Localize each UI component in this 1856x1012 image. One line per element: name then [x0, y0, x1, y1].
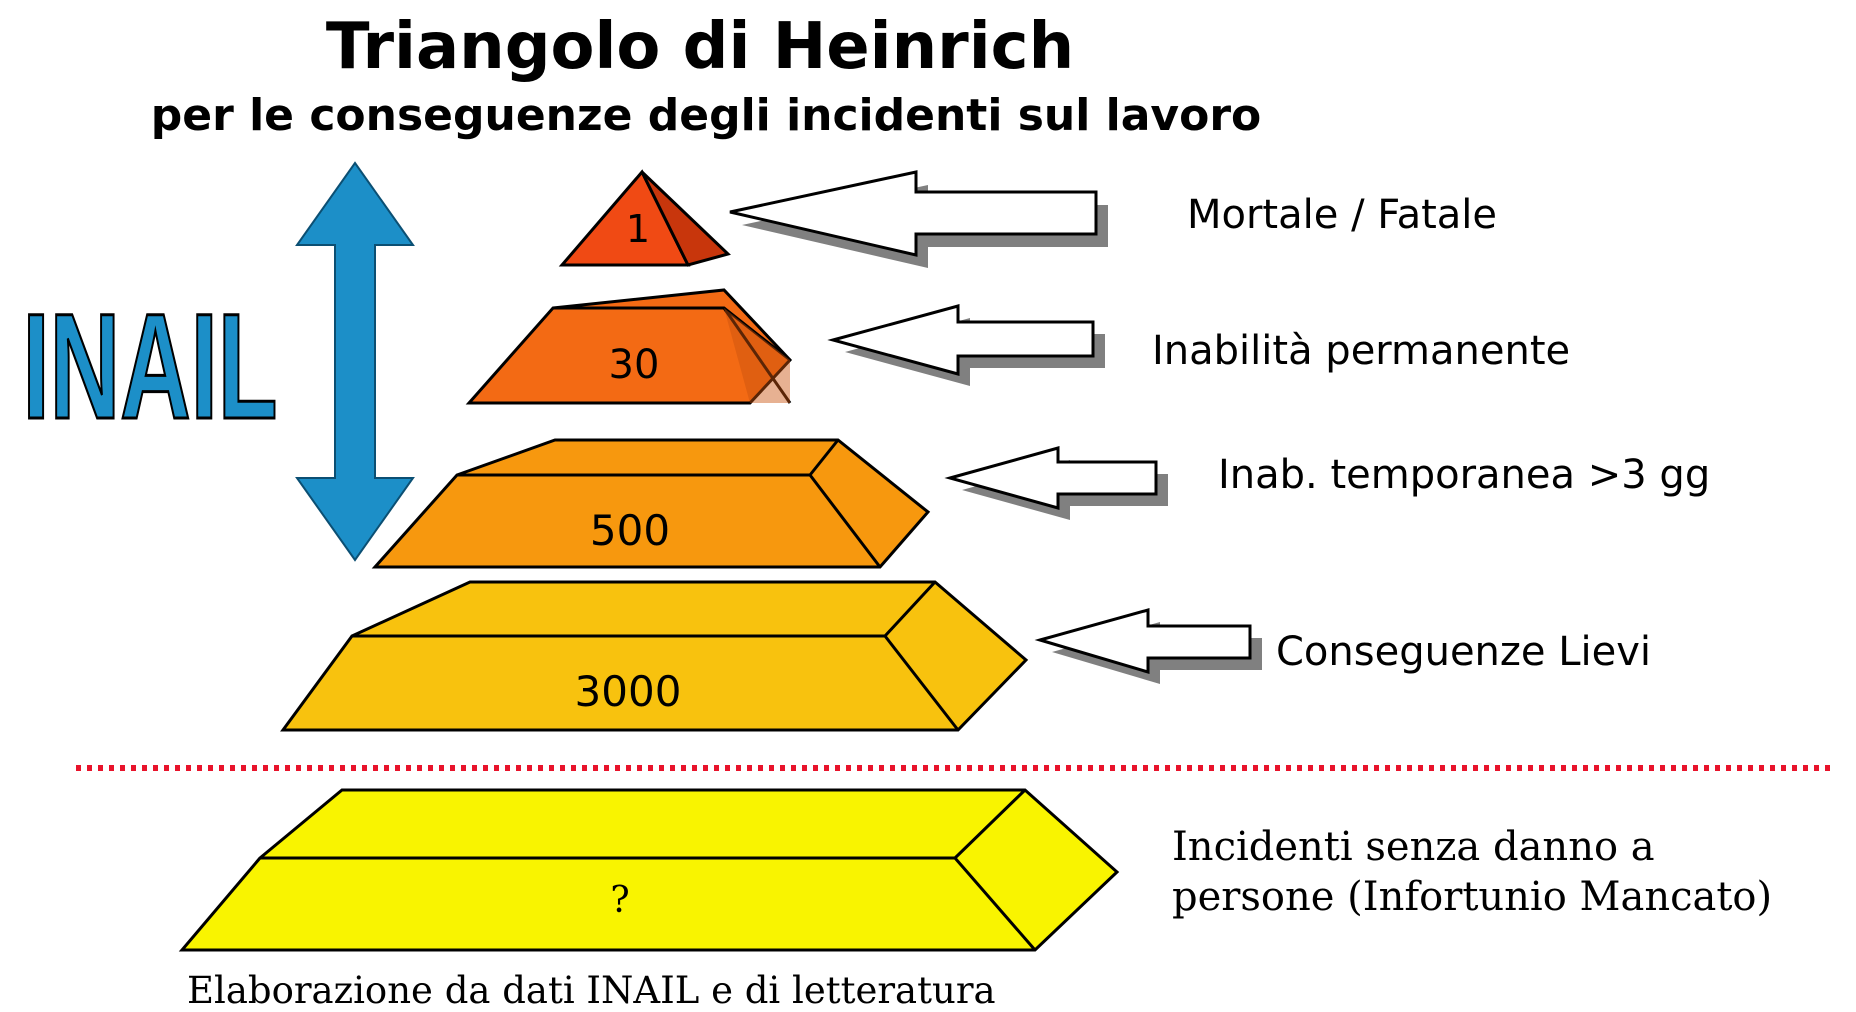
- label-temporary: Inab. temporanea >3 gg: [1218, 452, 1710, 498]
- label-permanent: Inabilità permanente: [1152, 328, 1570, 374]
- label-near-miss-line1: Incidenti senza danno a: [1172, 824, 1655, 870]
- label-fatal: Mortale / Fatale: [1187, 192, 1497, 238]
- arrow-left-icon-minor: [1034, 608, 1262, 684]
- pyramid-level-minor: 3000: [280, 580, 1029, 732]
- level-edge: [722, 307, 792, 404]
- double-arrow-icon: [295, 161, 415, 562]
- label-near-miss-line2: persone (Infortunio Mancato): [1172, 874, 1772, 920]
- level-value: ?: [610, 880, 629, 921]
- level-edge: [808, 439, 840, 476]
- pyramid-level-permanent: 30: [465, 288, 793, 405]
- label-minor: Conseguenze Lievi: [1276, 629, 1651, 675]
- arrow-left-icon-fatal: [729, 170, 1108, 268]
- arrow-left-icon-permanent: [827, 304, 1105, 386]
- arrow-left-icon-temporary: [944, 446, 1168, 520]
- diagram-title: Triangolo di Heinrich: [326, 10, 1074, 84]
- inail-label: INAIL: [23, 282, 278, 450]
- level-value: 1: [626, 207, 650, 251]
- diagram-subtitle: per le conseguenze degli incidenti sul l…: [151, 90, 1262, 141]
- source-caption: Elaborazione da dati INAIL e di letterat…: [187, 969, 996, 1012]
- level-edge: [883, 580, 937, 638]
- pyramid-level-near-miss: ?: [178, 788, 1120, 952]
- level-side-shade: [640, 170, 731, 267]
- level-side-shade: [724, 308, 790, 403]
- level-value: 3000: [575, 667, 682, 716]
- level-value: 30: [609, 342, 660, 388]
- pyramid-level-temporary: 500: [371, 438, 931, 569]
- level-edge: [953, 788, 1027, 860]
- pyramid-level-fatal: 1: [558, 169, 731, 267]
- level-value: 500: [590, 506, 670, 555]
